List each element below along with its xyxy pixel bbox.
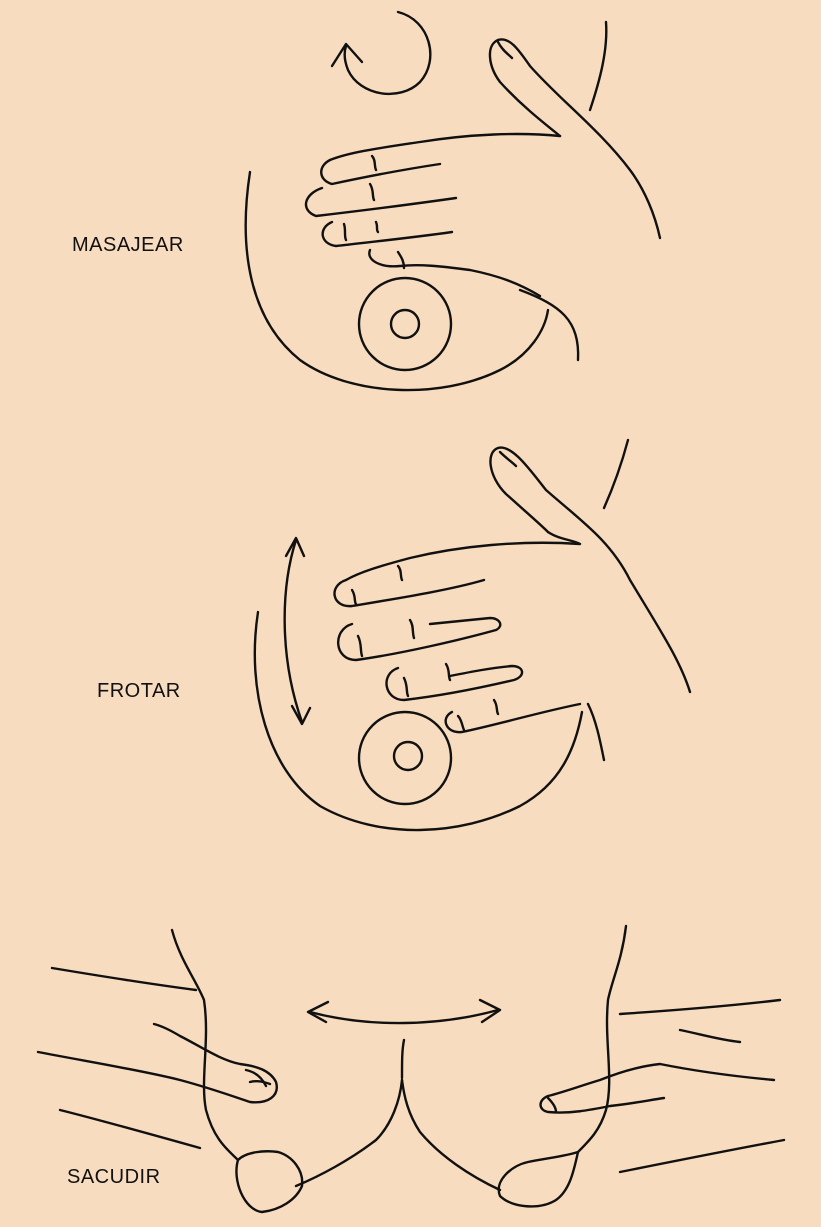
label-masajear: MASAJEAR	[72, 234, 184, 257]
torso-line	[590, 22, 606, 110]
panel-masajear-drawing	[246, 12, 660, 390]
circular-arrow-head	[332, 44, 362, 66]
label-frotar: FROTAR	[97, 680, 181, 703]
breast-outline	[246, 172, 548, 390]
hand-sacudir-left	[38, 968, 277, 1148]
areola	[359, 278, 451, 370]
hand-frotar	[335, 448, 690, 733]
breast-outline-right	[578, 926, 626, 1152]
nipple	[394, 742, 422, 770]
breast-outline-left	[172, 930, 238, 1160]
hand-masajear	[306, 39, 660, 296]
areola	[359, 712, 451, 804]
side-to-side-arrow-icon	[310, 1010, 498, 1023]
label-sacudir: SACUDIR	[67, 1166, 161, 1189]
nipple	[391, 310, 419, 338]
circular-arrow-icon	[345, 12, 431, 94]
panel-frotar-drawing	[255, 440, 690, 830]
up-down-arrow-icon	[285, 540, 302, 722]
hand-sacudir-right	[541, 1000, 785, 1172]
body-contour	[588, 704, 604, 760]
torso-line	[604, 440, 628, 508]
